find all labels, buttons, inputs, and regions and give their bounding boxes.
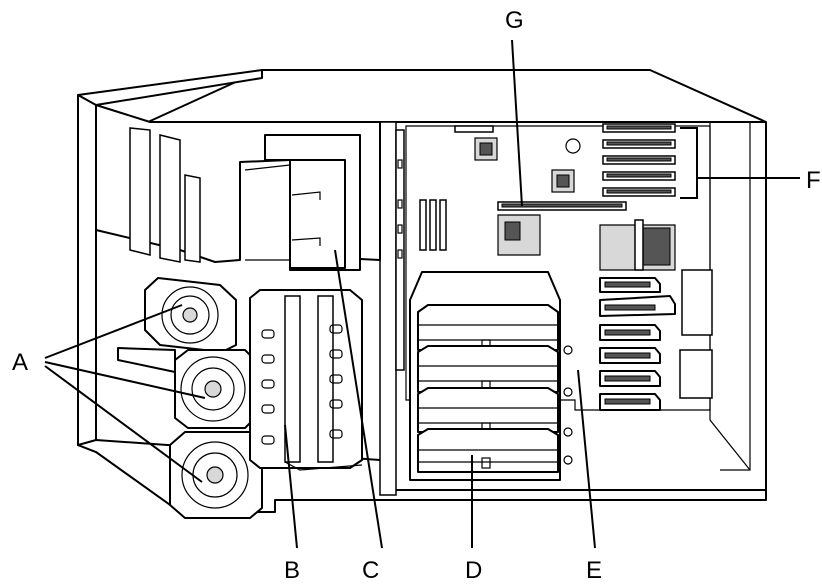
leader-a-2 xyxy=(44,361,206,399)
io-connectors xyxy=(599,277,676,411)
fan-upper xyxy=(144,277,237,353)
hard-drive-stack xyxy=(409,271,573,481)
callout-a: A xyxy=(12,349,28,376)
callout-labels: A B C D E F G xyxy=(12,7,821,584)
fan-lower xyxy=(169,431,263,519)
callout-f: F xyxy=(806,167,821,194)
callout-g: G xyxy=(505,7,524,34)
leader-b xyxy=(284,424,298,549)
fan-middle xyxy=(117,347,256,429)
leader-a-3 xyxy=(44,365,203,483)
leader-e xyxy=(577,369,596,549)
drive-cage-upper xyxy=(95,104,381,271)
leader-a-1 xyxy=(44,304,183,359)
pci-slots xyxy=(602,123,676,197)
callout-c: C xyxy=(362,557,379,584)
callout-d: D xyxy=(465,557,482,584)
callout-e: E xyxy=(586,557,602,584)
memory-slot-long xyxy=(497,201,627,211)
leader-c xyxy=(334,249,383,549)
drive-bay xyxy=(249,289,363,471)
callout-b: B xyxy=(284,557,300,584)
leader-f-bracket xyxy=(680,127,698,199)
motherboard xyxy=(395,125,713,411)
leader-g xyxy=(511,39,523,207)
leader-lines xyxy=(44,39,800,549)
